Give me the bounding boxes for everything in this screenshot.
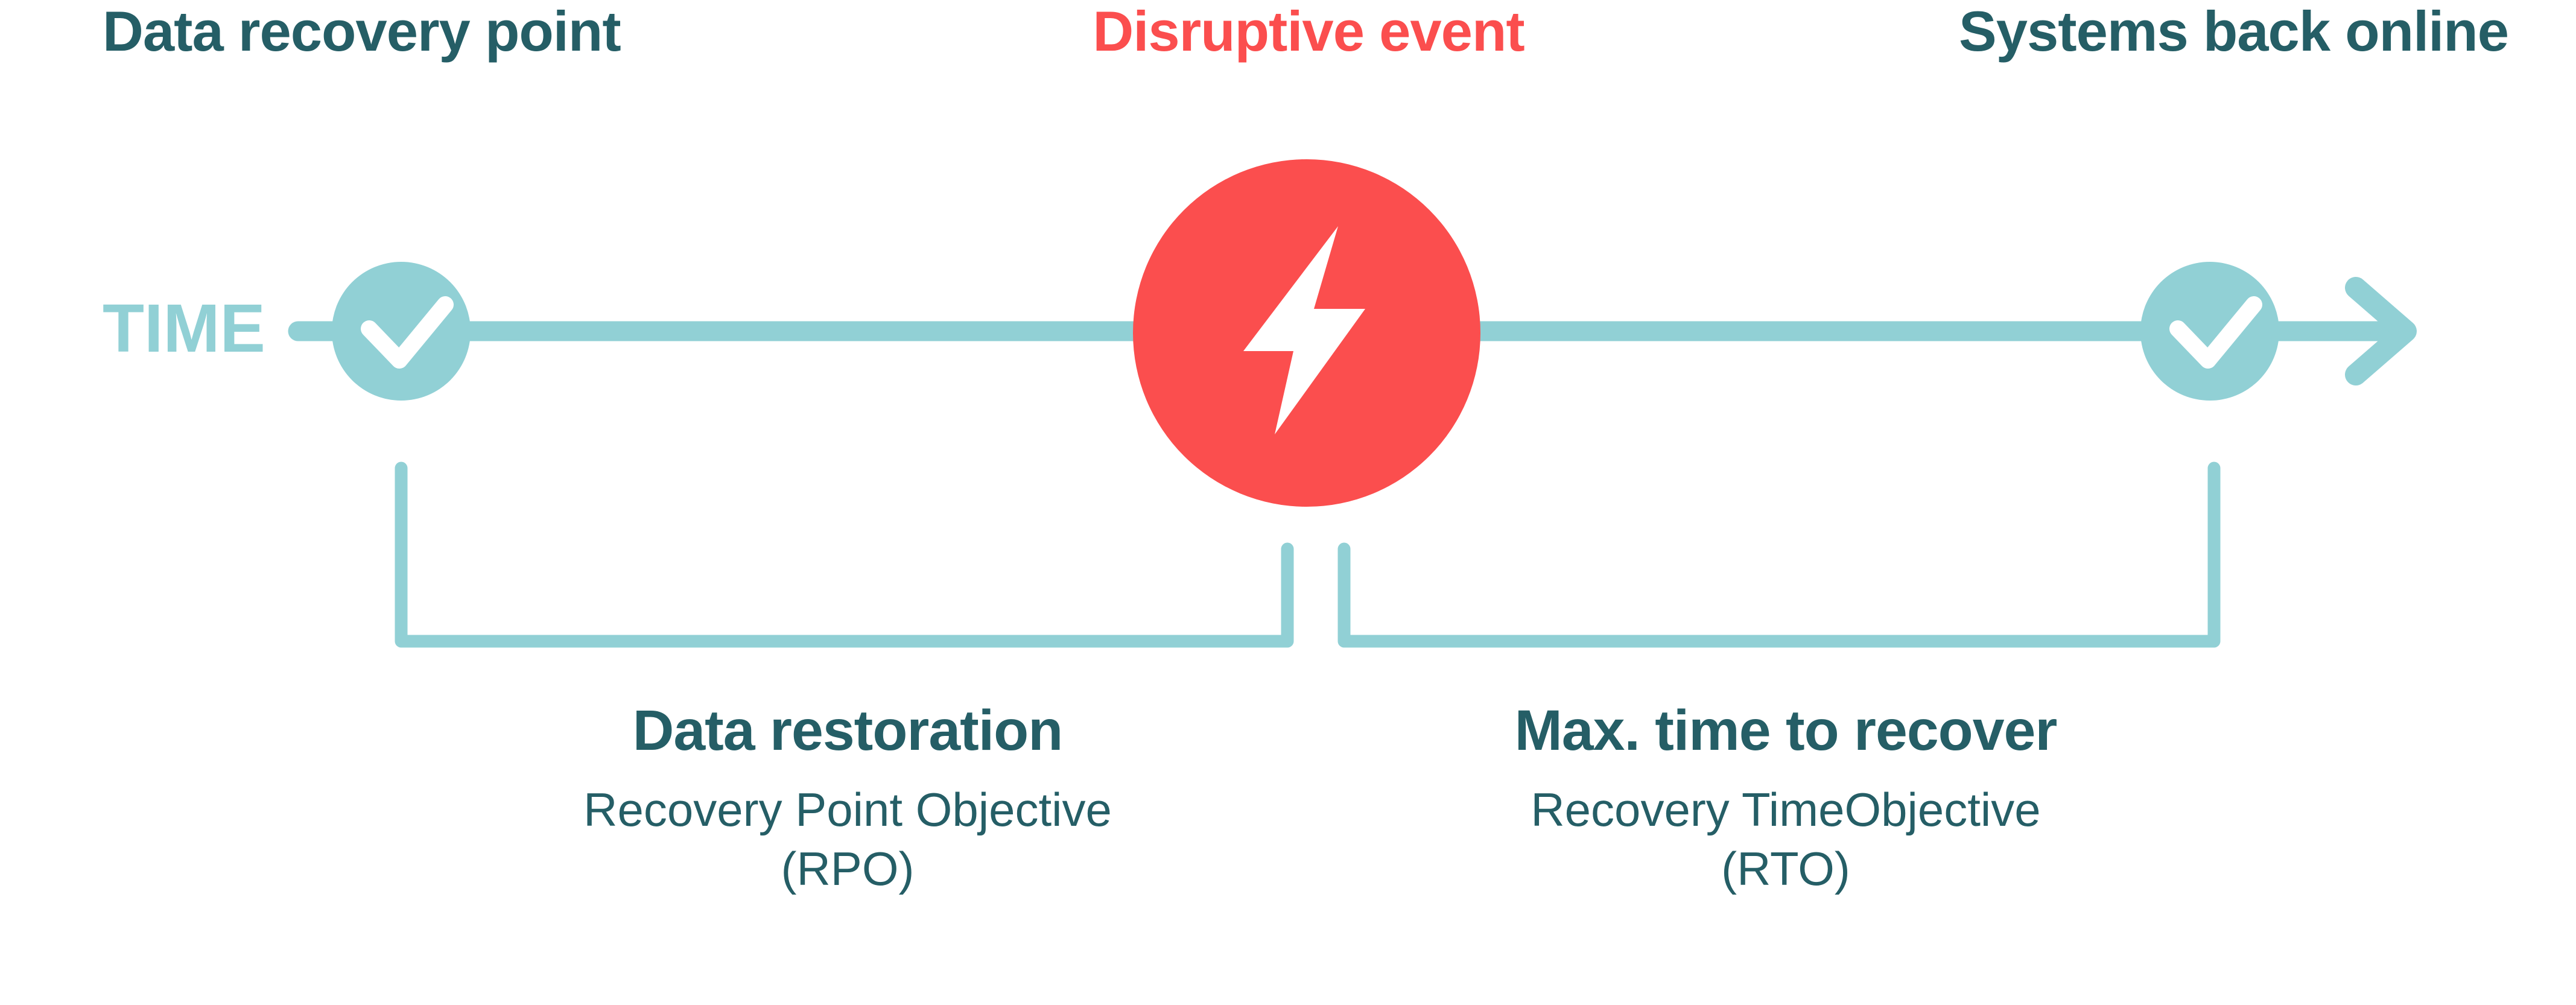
label-systems-back-online: Systems back online	[1959, 0, 2509, 63]
rpo-subtitle-line1: Recovery Point Objective	[583, 783, 1112, 836]
rpo-heading: Data restoration	[632, 699, 1064, 762]
arrowhead-icon	[2345, 277, 2417, 385]
recovery-point-marker	[332, 262, 471, 401]
rto-bracket	[1337, 461, 2221, 648]
rto-heading: Max. time to recover	[1514, 699, 2058, 762]
systems-online-circle	[2140, 262, 2279, 401]
rto-subtitle-line1: Recovery TimeObjective	[1531, 783, 2041, 836]
rto-subtitle: Recovery TimeObjective (RTO)	[1515, 781, 2057, 898]
recovery-point-circle	[332, 262, 471, 401]
label-data-recovery-point: Data recovery point	[103, 0, 621, 63]
rto-annotation: Max. time to recover Recovery TimeObject…	[1514, 699, 2058, 898]
rpo-subtitle-line2: (RPO)	[781, 842, 915, 895]
lightning-bolt-icon	[1243, 226, 1365, 434]
checkmark-icon	[361, 296, 454, 369]
disruptive-event-marker	[1133, 159, 1480, 507]
systems-online-marker	[2140, 262, 2279, 401]
rto-subtitle-line2: (RTO)	[1721, 842, 1850, 895]
label-disruptive-event: Disruptive event	[1093, 0, 1524, 63]
rpo-annotation: Data restoration Recovery Point Objectiv…	[583, 702, 1112, 898]
checkmark-icon	[2169, 296, 2262, 369]
rpo-bracket	[395, 461, 1294, 648]
rpo-subtitle: Recovery Point Objective (RPO)	[583, 781, 1112, 898]
time-axis-label: TIME	[103, 290, 265, 366]
